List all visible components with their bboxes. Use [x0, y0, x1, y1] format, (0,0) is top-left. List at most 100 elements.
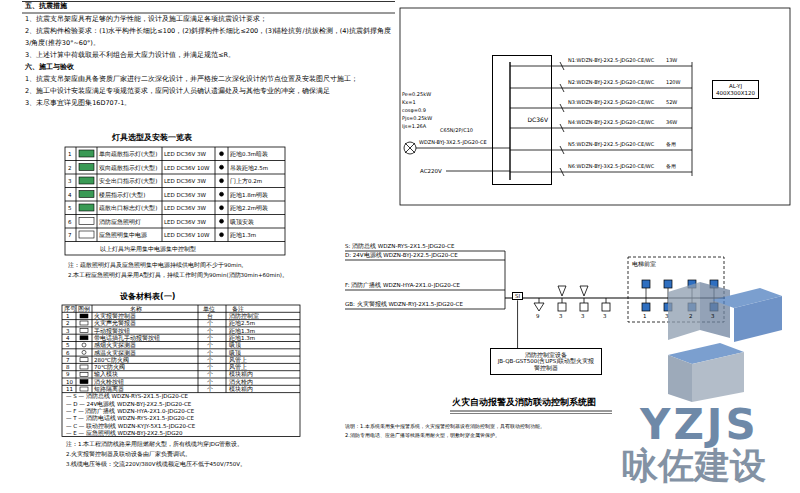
note-text: 风管上	[229, 364, 247, 370]
note-text: 7	[68, 232, 72, 238]
note-text: 120W	[666, 80, 681, 86]
note-text: 火灾声光警报器	[94, 320, 136, 326]
note-text: 个	[207, 328, 213, 334]
note-text: GB: 火灾警报线 WDZN-RYJ-2X1.5-JDG20-CE	[345, 301, 463, 307]
note-text: 序号	[64, 306, 76, 312]
note-text: 备用	[666, 164, 676, 170]
note-text: C65N/2P/C10	[440, 128, 473, 134]
note-text: Pjs=0.25kW	[402, 116, 432, 122]
note-text: 带电话插孔手动报警按钮	[94, 335, 160, 341]
note-text: 3.线缆电压等级：交流220V/380V线缆额定电压不低于450V/750V。	[66, 461, 246, 467]
note-text: 5	[68, 205, 72, 211]
note-text: 消火栓按钮	[94, 379, 124, 385]
note-text: 楼层指示灯(大型)	[99, 192, 145, 198]
note-text: 安全出口指示灯(大型)	[99, 178, 157, 184]
note-text: 手动报警按钮	[94, 328, 130, 334]
note-text: cosφ=0.9	[402, 108, 426, 114]
note-text: — T — 消防电话线 WDZN-RYS-2X1.5-JDG20-CE	[66, 415, 194, 421]
note-text: — F — 消防广播线 WDZN-HYA-2X1.0-JDG20-CE	[66, 408, 194, 414]
watermark: YZJS	[640, 404, 759, 446]
note-text: AC220V	[420, 168, 442, 174]
note-text: 36W	[666, 120, 677, 126]
note-text: 5	[66, 342, 70, 348]
note-text: 短路隔离器	[94, 386, 124, 392]
note-text: 2.本工程应急照明灯具采用A型灯具，持续工作时间为90min(消防30min+6…	[68, 272, 288, 278]
node-text: 消防控制室设备	[525, 352, 567, 358]
note-text: 3	[66, 328, 70, 334]
node-text: SI	[515, 293, 520, 299]
note-text: 3	[603, 313, 607, 319]
note-text: N4:WDZN-BYJ-2X2.5-JDG20-CE/WC	[568, 120, 654, 126]
note-text: N6:WDZN-BYJ-3X2.5-JDG20-CE/WC	[568, 164, 654, 170]
note-text: LED DC36V 3W	[164, 178, 206, 184]
note-text: — C — 联动控制线 WDZN-KYJY-5X1.5-JDG20-CE	[66, 423, 195, 429]
note-text: WDZN-BYJ-3X2.5-JDG20-CE	[419, 140, 487, 146]
note-text: LED DC36V 3W	[164, 219, 206, 225]
note-text: Ijs=1.26A	[402, 124, 426, 130]
note-text: 个	[207, 379, 213, 385]
note-text: 1	[643, 313, 647, 319]
note-text: 6	[66, 350, 70, 356]
note-text: 7	[66, 357, 70, 363]
note-text: 单位	[203, 306, 215, 312]
note-text: 2	[689, 313, 693, 319]
note-text: 个	[207, 320, 213, 326]
note-text: 个	[207, 350, 213, 356]
signal-wire	[517, 300, 518, 348]
note-text: 吸顶安装	[230, 219, 254, 225]
diagram-title: 火灾自动报警及消防联动控制系统图	[452, 398, 596, 408]
note-text: 1、抗震支吊架应由具备资质厂家进行二次深化设计，并严格按二次深化设计的节点位置及…	[25, 76, 358, 83]
note-text: N3:WDZN-BYJ-2X2.5-JDG20-CE/WC	[568, 100, 654, 106]
note-text: 10	[66, 379, 73, 385]
note-text: 3	[581, 313, 585, 319]
note-text: 280℃防火阀	[94, 357, 129, 363]
note-text: N5:WDZN-BYJ-2X2.5-JDG20-CE/WC	[568, 142, 654, 148]
note-text: LED DC36V 3W	[164, 192, 206, 198]
note-text: 2、抗震构件检验要求：(1)水平构件长细比≤100，(2)斜撑构件长细比≤200…	[25, 28, 391, 35]
note-text: 2	[68, 165, 72, 171]
note-text: 1	[66, 313, 70, 319]
note-text: 电梯前室	[632, 261, 656, 267]
component-box: SI	[512, 292, 523, 300]
note-text: 个	[207, 371, 213, 377]
note-text: 6	[68, 219, 72, 225]
note-text: 五、抗震措施	[25, 3, 67, 11]
node-text: AL-YJ	[729, 83, 742, 89]
node-text: JB-QB-GST500(含UPS)联动型火灾报警控制器	[495, 358, 597, 371]
note-text: 备注	[232, 306, 244, 312]
note-text: 个	[207, 364, 213, 370]
note-text: 个	[207, 335, 213, 341]
note-text: 单向疏散指示灯(大型)	[99, 151, 157, 157]
note-text: LED DC36V 10W	[164, 232, 210, 238]
note-text: — D — 24V电源线 WDZN-BYJ-2X2.5-JDG20-CE	[66, 401, 191, 407]
note-text: 距地1.8m明装	[230, 192, 268, 198]
note-text: 距地1.3m	[229, 335, 255, 341]
note-text: 52W	[666, 100, 677, 106]
component-box: AL-YJ400X300X120	[712, 80, 759, 99]
note-text: 图例	[78, 306, 90, 312]
note-text: 距地0.3m暗装	[230, 151, 268, 157]
note-text: 名称	[130, 306, 142, 312]
note-text: 距地2.5m	[229, 320, 255, 326]
note-text: 2、施工中设计安装应满足专项规范要求，应同设计人员确认遗漏处及与其他专业的冲突，…	[25, 88, 330, 95]
note-text: 3/角度(推荐30°~60°)。	[25, 40, 100, 47]
note-text: 4	[68, 192, 72, 198]
note-text: LED DC36V 3W	[164, 205, 206, 211]
note-text: 3	[711, 313, 715, 319]
note-text: 消防控制室	[229, 313, 259, 319]
note-text: LED DC36V 10W	[164, 165, 210, 171]
note-text: LED DC36V 3W	[164, 151, 206, 157]
note-text: 个	[207, 357, 213, 363]
note-text: 个	[207, 342, 213, 348]
component-box: DC36V	[492, 55, 552, 185]
note-text: 吸顶	[229, 350, 241, 356]
note-text: N2:WDZN-BYJ-2X2.5-JDG20-CE/WC	[568, 80, 654, 86]
note-text: 消火栓内	[229, 379, 253, 385]
note-text: 双向疏散指示灯(大型)	[99, 165, 157, 171]
note-text: 疏散出口标志灯(大型)	[99, 205, 157, 211]
note-text: — E — 应急照明线 WDZN-BYJ-2X2.5-JDG20	[66, 430, 182, 436]
note-text: 设备材料表(一)	[120, 293, 175, 302]
note-text: 2.火灾报警控制器及联动设备由厂家负责调试。	[66, 451, 191, 457]
note-text: 风管上	[229, 357, 247, 363]
note-text: 注：疏散照明灯具及应急照明集中电源持续供电时间不少于90min。	[68, 262, 247, 268]
